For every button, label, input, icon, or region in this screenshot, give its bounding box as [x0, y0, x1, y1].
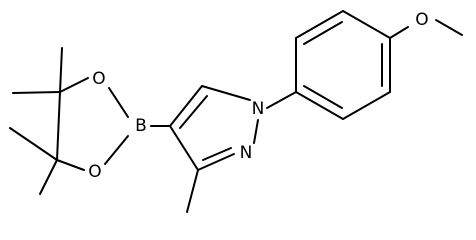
- bond: [201, 85, 251, 101]
- bond: [295, 10, 344, 39]
- chemical-structure-diagram: O N N B O O: [9, 10, 463, 213]
- double-bond: [179, 95, 208, 129]
- bond: [435, 19, 463, 36]
- bond: [197, 153, 235, 171]
- double-bond: [202, 147, 232, 161]
- methyl-bond: [9, 127, 58, 161]
- atom-label-oxygen-bottom: O: [88, 162, 101, 182]
- double-bond: [303, 85, 343, 109]
- bond: [389, 26, 409, 39]
- bond: [295, 91, 344, 120]
- methyl-bond: [186, 169, 199, 213]
- dioxaborolane-ring: [56, 77, 129, 171]
- atom-label-methoxy-oxygen: O: [415, 10, 428, 30]
- bond: [56, 159, 85, 171]
- pyrazole-ring: [169, 85, 259, 171]
- atom-label-n1: N: [252, 99, 265, 119]
- methyl-groups: [9, 47, 63, 195]
- bond: [342, 91, 391, 120]
- methoxy-group: [389, 19, 463, 39]
- bond: [253, 119, 259, 144]
- methyl-bond: [39, 159, 58, 195]
- bond: [169, 85, 203, 127]
- methyl-bond: [59, 47, 63, 93]
- methoxyphenyl-ring: [295, 10, 391, 120]
- bond: [266, 91, 297, 109]
- methyl-bond: [12, 91, 61, 94]
- bond: [342, 10, 391, 39]
- atom-label-n2: N: [240, 143, 253, 163]
- bond: [59, 77, 89, 93]
- bond: [104, 135, 129, 165]
- atom-label-boron: B: [135, 116, 147, 136]
- atom-label-oxygen-top: O: [92, 69, 105, 89]
- double-bond: [303, 21, 343, 45]
- bond: [56, 91, 61, 161]
- bond: [108, 87, 129, 118]
- bond: [169, 125, 199, 171]
